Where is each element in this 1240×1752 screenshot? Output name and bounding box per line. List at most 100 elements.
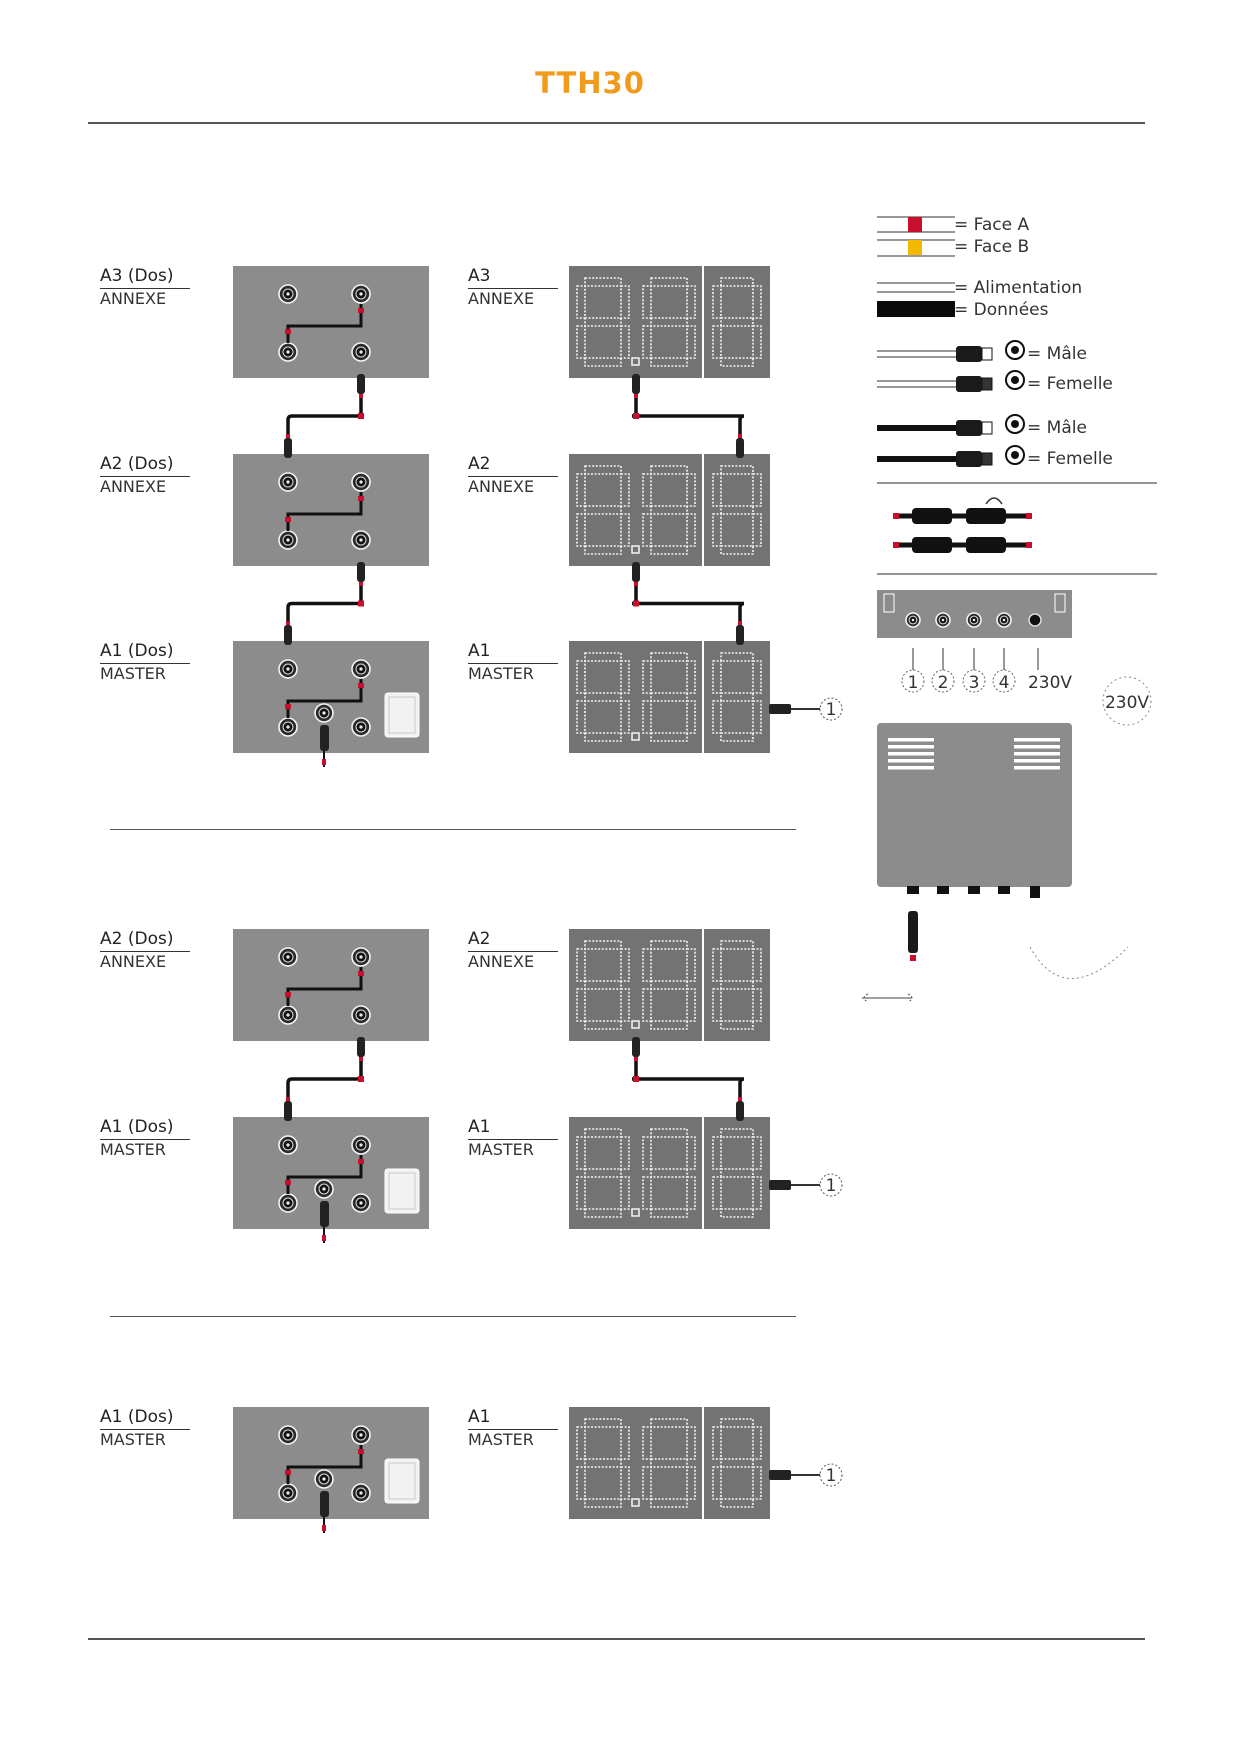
- display-digit: [576, 652, 630, 742]
- power-label: 230V: [1105, 693, 1149, 713]
- vent-slot: [888, 752, 934, 756]
- front-label-title: A1: [468, 1117, 558, 1140]
- front-display: [569, 454, 770, 566]
- display-side-panel: [704, 641, 770, 753]
- face-b-swatch: [908, 240, 922, 255]
- back-label-title: A3 (Dos): [100, 266, 190, 289]
- front-display: [569, 1117, 770, 1229]
- front-label-role: MASTER: [468, 1430, 534, 1449]
- cable-callout: 1: [769, 1173, 843, 1197]
- internal-cable: [286, 679, 363, 718]
- controller-port-icon: [968, 886, 980, 894]
- plug-icon: [769, 1180, 791, 1190]
- female-plug-icon: [956, 376, 982, 392]
- front-display: [569, 1407, 770, 1519]
- cable-callout-label: 1: [826, 1176, 837, 1196]
- connector-icon: [351, 1425, 371, 1445]
- rotate-arrow-icon: [985, 497, 1003, 505]
- connector-icon: [278, 1425, 298, 1445]
- port-label: 4: [999, 673, 1010, 693]
- cable-callout: 1: [769, 1463, 843, 1487]
- back-panel-graphics: [278, 284, 371, 362]
- port-label: 1: [908, 673, 919, 693]
- display-side-panel: [704, 1407, 770, 1519]
- display-side-panel: [704, 1117, 770, 1229]
- plug-icon: [736, 621, 744, 645]
- display-side-panel: [704, 929, 770, 1041]
- display-digit: [642, 277, 696, 367]
- display-digit: [642, 940, 696, 1030]
- internal-cable: [286, 304, 363, 343]
- controller-port-icon: [907, 886, 919, 894]
- vent-slot: [888, 745, 934, 749]
- legend-data-femelle: = Femelle: [1027, 449, 1113, 469]
- cable-callout-label: 1: [826, 700, 837, 720]
- controller-port-icon: [937, 886, 949, 894]
- connector-icon: [314, 703, 334, 723]
- display-digit: [712, 277, 762, 367]
- display-main-panel: [569, 1407, 702, 1519]
- connector-icon: [278, 472, 298, 492]
- back-label-title: A1 (Dos): [100, 641, 190, 664]
- front-label-title: A3: [468, 266, 558, 289]
- port-label: 230V: [1028, 673, 1072, 693]
- header-rule: [88, 122, 1145, 124]
- internal-cable: [286, 1155, 363, 1194]
- controller-box: [877, 723, 1072, 887]
- front-label-title: A2: [468, 929, 558, 952]
- display-digit: [576, 1418, 630, 1508]
- decimal-point: [631, 545, 640, 554]
- connector-icon: [278, 1193, 298, 1213]
- back-label-role: ANNEXE: [100, 477, 167, 496]
- connector-icon: [278, 530, 298, 550]
- power-inlet-icon: [384, 1458, 420, 1504]
- connector-icon: [351, 530, 371, 550]
- display-digit: [642, 1418, 696, 1508]
- front-label-title: A1: [468, 641, 558, 664]
- back-link-cable: [286, 578, 363, 629]
- connector-icon: [278, 659, 298, 679]
- back-panel-graphics: [278, 947, 371, 1025]
- female-plug-icon: [956, 451, 982, 467]
- display-main-panel: [569, 1117, 702, 1229]
- plug-icon: [357, 1037, 365, 1061]
- connector-icon: [351, 1005, 371, 1025]
- page-title: TTH30: [535, 66, 645, 100]
- connector-icon: [351, 947, 371, 967]
- front-label-role: ANNEXE: [468, 289, 535, 308]
- power-inlet-icon: [384, 692, 420, 738]
- connector-icon: [966, 612, 982, 628]
- plug-icon: [632, 1037, 640, 1061]
- coupler-plug-icon: [912, 537, 952, 553]
- display-digit: [712, 940, 762, 1030]
- back-panel-graphics: [278, 472, 371, 550]
- coupler-plug-icon: [966, 537, 1006, 553]
- legend-donnees: = Données: [954, 300, 1049, 320]
- legend-face-a: = Face A: [954, 215, 1030, 235]
- plug-icon: [632, 562, 640, 586]
- port-label: 2: [938, 673, 949, 693]
- back-label-role: ANNEXE: [100, 952, 167, 971]
- cable-outline: [863, 993, 913, 1003]
- back-label-title: A1 (Dos): [100, 1117, 190, 1140]
- back-label: A1 (Dos)MASTER: [100, 1117, 190, 1160]
- connector-icon: [278, 342, 298, 362]
- display-side-panel: [704, 266, 770, 378]
- connector-icon: [351, 659, 371, 679]
- back-link-cable: [286, 1053, 363, 1105]
- display-digit: [642, 465, 696, 555]
- back-label: A3 (Dos)ANNEXE: [100, 266, 190, 309]
- connector-icon: [278, 947, 298, 967]
- front-label-role: MASTER: [468, 1140, 534, 1159]
- back-label-role: MASTER: [100, 1140, 166, 1159]
- front-label-title: A2: [468, 454, 558, 477]
- legend-power-femelle: = Femelle: [1027, 374, 1113, 394]
- clip-icon: [883, 593, 895, 613]
- cable-callout: 1: [769, 697, 843, 721]
- data-cable-swatch: [877, 301, 955, 317]
